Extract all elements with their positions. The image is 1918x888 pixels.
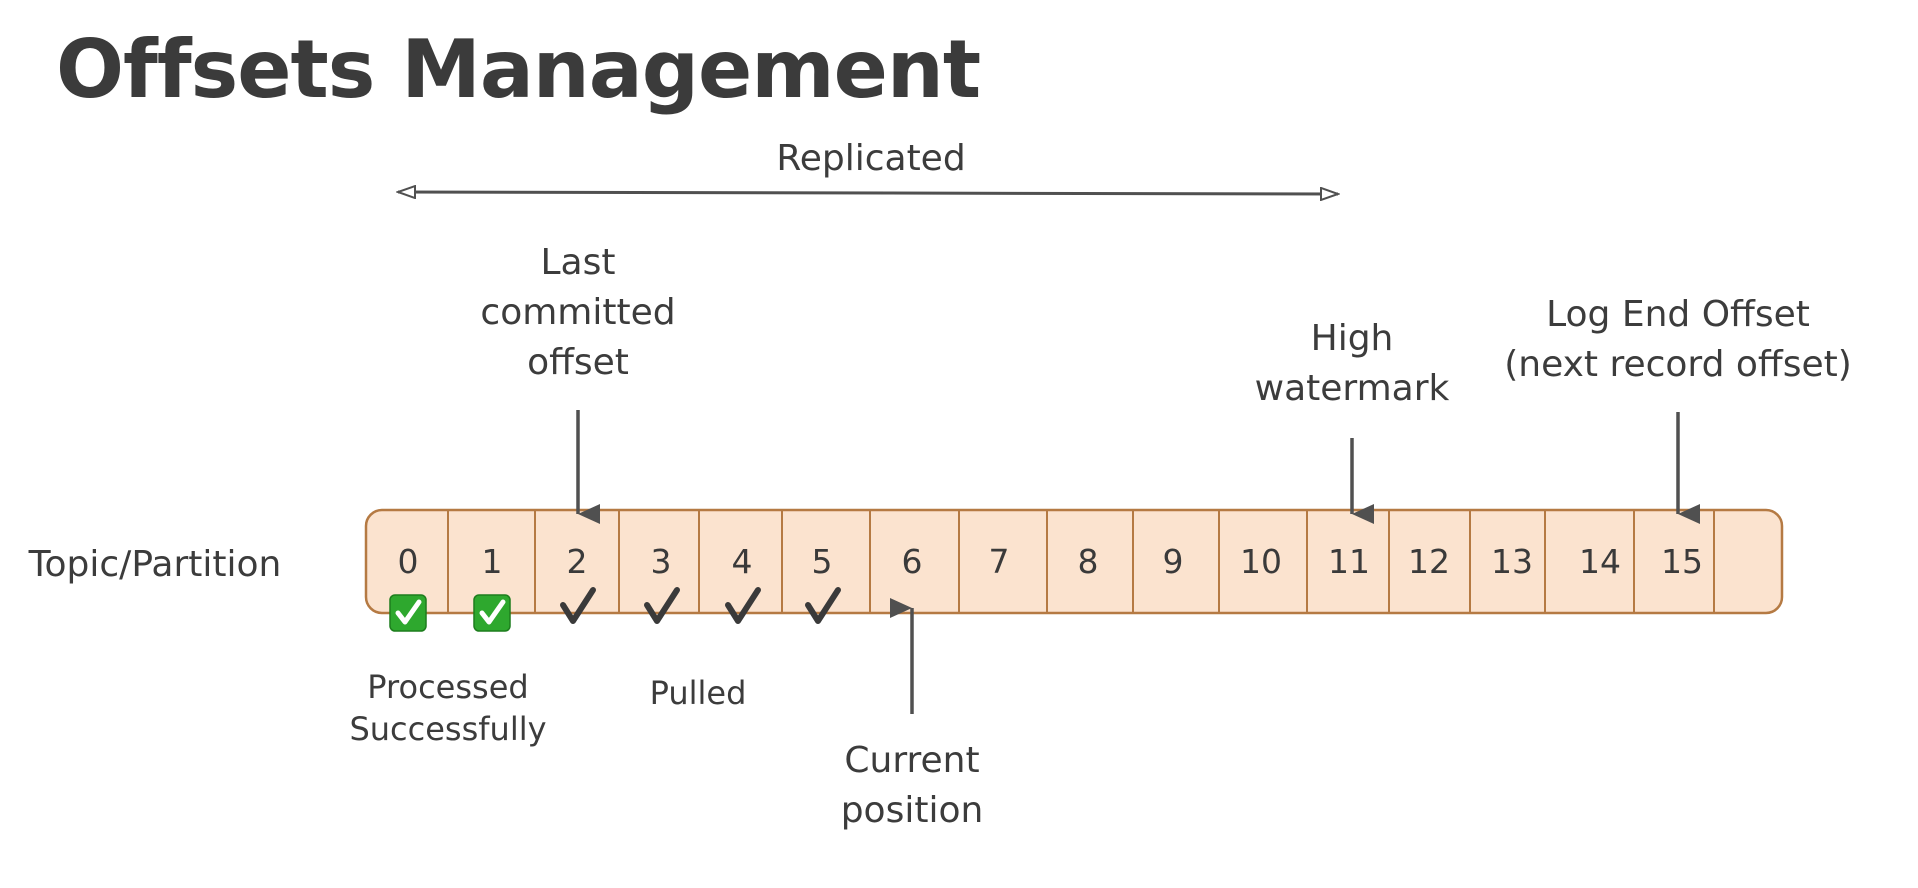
page-title: Offsets Management bbox=[56, 23, 981, 116]
offset-cell-0: 0 bbox=[398, 542, 419, 581]
pulled-label: Pulled bbox=[649, 674, 747, 712]
offset-cell-8: 8 bbox=[1078, 542, 1099, 581]
offset-cell-13: 13 bbox=[1491, 542, 1533, 581]
offset-cell-6: 6 bbox=[902, 542, 923, 581]
check-mark-icon bbox=[725, 587, 761, 624]
offset-cell-2: 2 bbox=[567, 542, 588, 581]
last-committed-offset-label: Last committed offset bbox=[480, 242, 676, 383]
replicated-label: Replicated bbox=[776, 138, 966, 179]
status-checks bbox=[389, 587, 841, 632]
green-check-box-icon bbox=[389, 594, 427, 632]
offset-cell-5: 5 bbox=[812, 542, 833, 581]
check-mark-icon bbox=[644, 587, 680, 624]
green-check-box-icon bbox=[473, 594, 511, 632]
offset-cell-4: 4 bbox=[732, 542, 753, 581]
offset-cell-10: 10 bbox=[1240, 542, 1282, 581]
offset-cell-15: 15 bbox=[1661, 542, 1703, 581]
check-mark-icon bbox=[805, 587, 841, 624]
current-position-label: Current position bbox=[840, 740, 984, 831]
replicated-arrow bbox=[398, 192, 1338, 194]
offset-cell-1: 1 bbox=[482, 542, 503, 581]
offset-cell-3: 3 bbox=[651, 542, 672, 581]
offset-cell-7: 7 bbox=[989, 542, 1010, 581]
partition-strip bbox=[364, 508, 1784, 615]
offset-cell-12: 12 bbox=[1408, 542, 1450, 581]
offset-cell-9: 9 bbox=[1163, 542, 1184, 581]
processed-successfully-label: Processed Successfully bbox=[349, 668, 547, 748]
log-end-offset-label: Log End Offset (next record offset) bbox=[1504, 294, 1852, 385]
check-mark-icon bbox=[560, 587, 596, 624]
row-label: Topic/Partition bbox=[28, 544, 282, 585]
offset-cell-11: 11 bbox=[1328, 542, 1370, 581]
offset-cell-14: 14 bbox=[1579, 542, 1621, 581]
high-watermark-label: High watermark bbox=[1254, 318, 1450, 409]
